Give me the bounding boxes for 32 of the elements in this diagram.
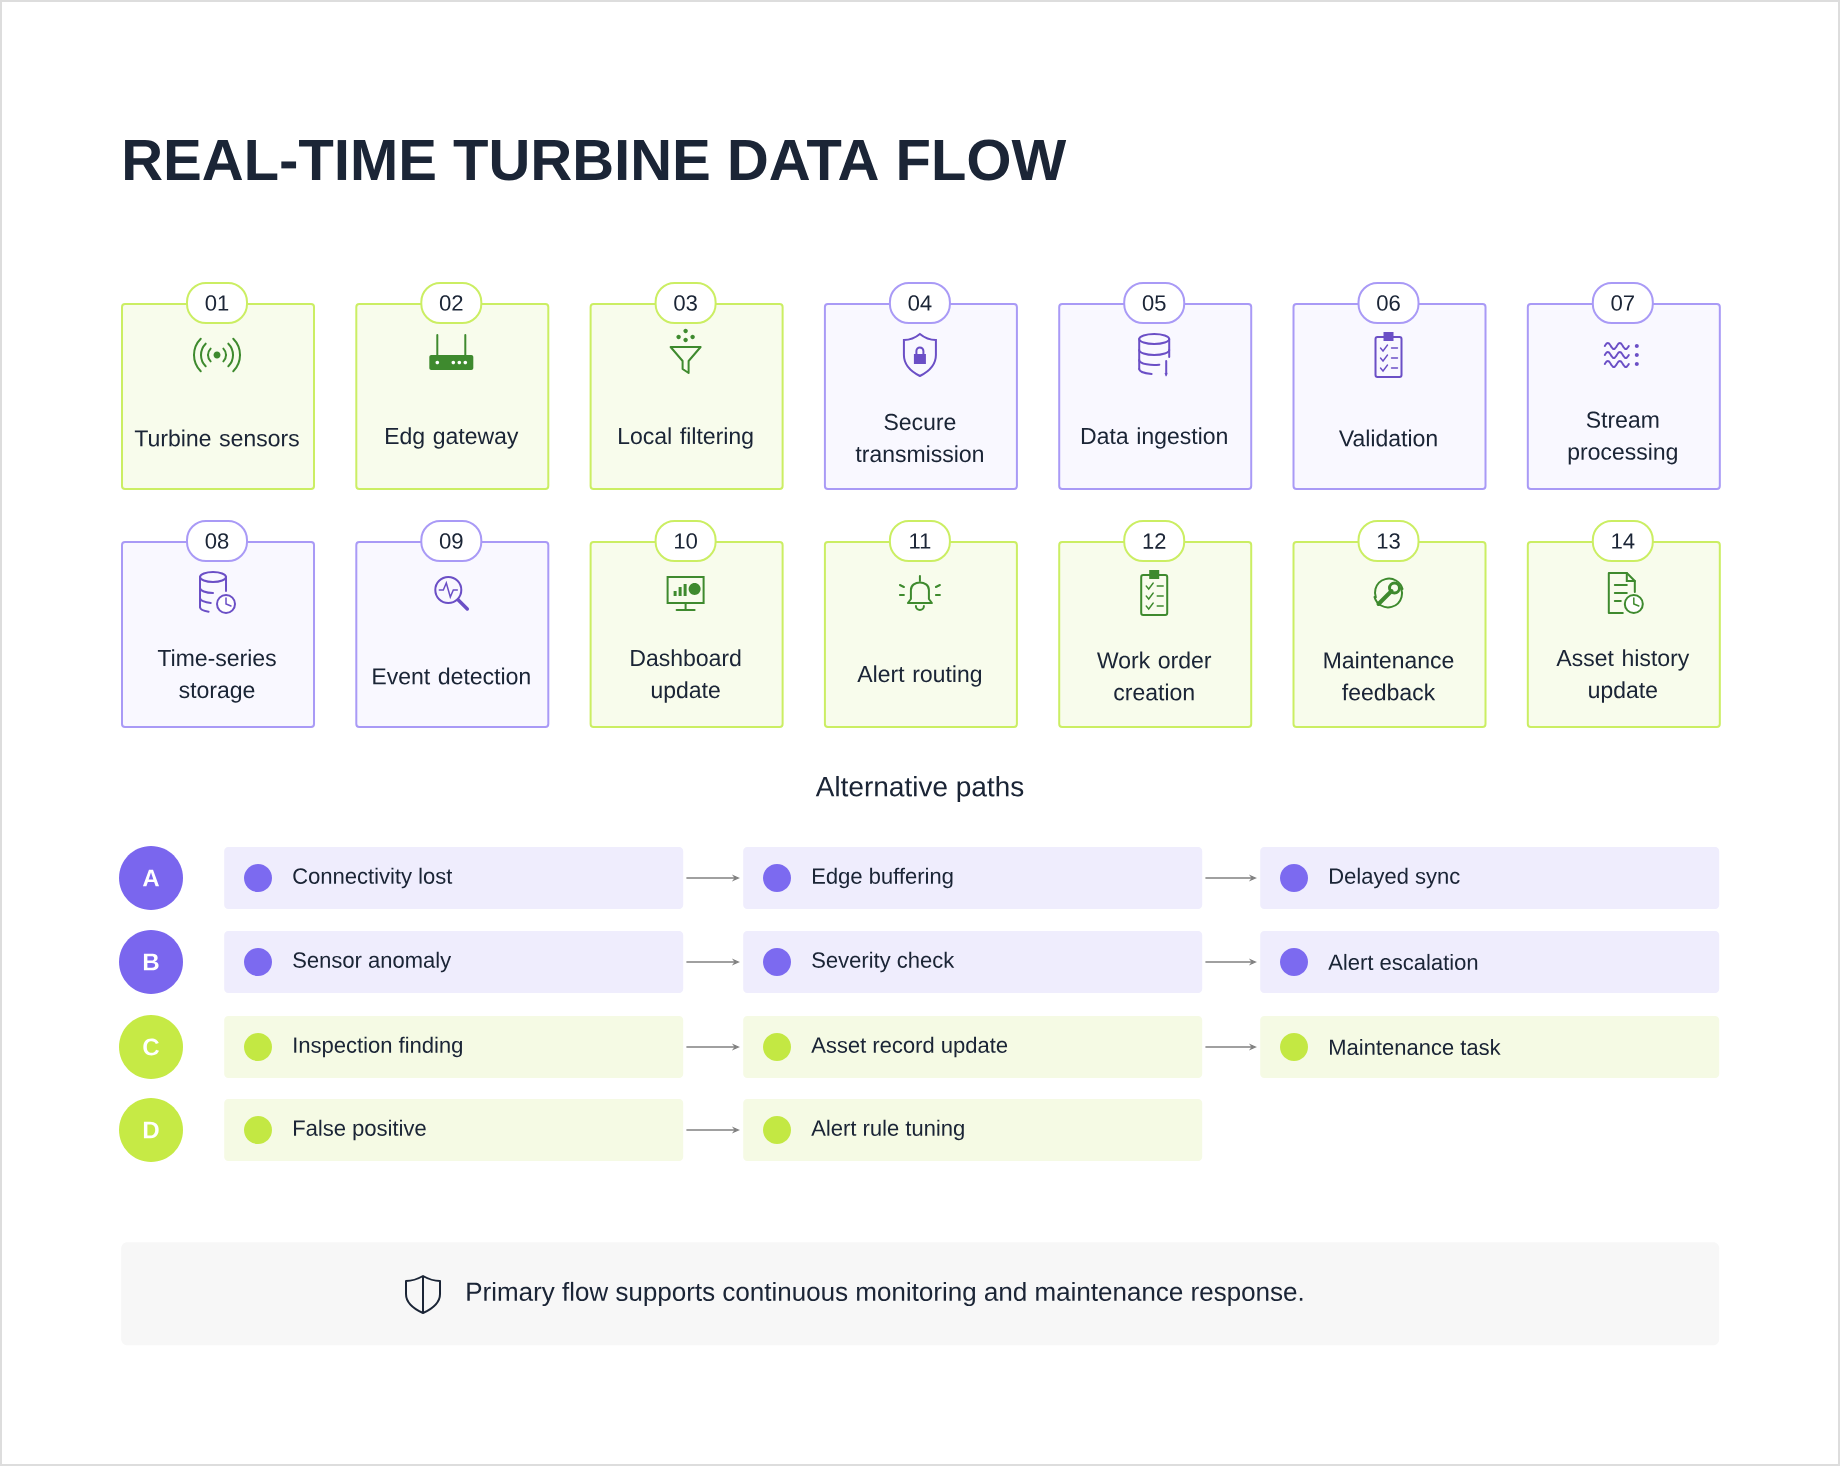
number-badge: 12 — [1123, 520, 1186, 562]
title: REAL-TIME TURBINE DATA FLOW — [125, 139, 1067, 181]
number-badge: 03 — [654, 282, 717, 324]
number-badge: 02 — [420, 282, 483, 324]
path-step-box: Maintenance task — [1260, 1016, 1720, 1078]
number-badge: 04 — [888, 282, 951, 324]
path-badge: A — [119, 846, 183, 910]
number-badge: 08 — [186, 520, 248, 562]
path-step-box: Inspection finding — [224, 1016, 684, 1078]
section-heading: Alternative paths — [815, 775, 1024, 803]
number-badge: 09 — [420, 520, 483, 562]
path-badge: C — [119, 1015, 183, 1079]
number-badge: 10 — [654, 520, 717, 562]
path-step-box: Sensor anomaly — [224, 931, 684, 993]
path-step-box: Delayed sync — [1260, 847, 1720, 909]
path-step-box: Connectivity lost — [224, 847, 684, 909]
number-badge: 06 — [1357, 282, 1420, 324]
note-box: Primary flow supports continuous monitoring and maintenance response. — [121, 1242, 1720, 1346]
path-step-box: Edge buffering — [743, 847, 1203, 909]
number-badge: 11 — [888, 520, 951, 562]
path-step-box: Severity check — [743, 931, 1203, 993]
number-badge: 13 — [1357, 520, 1420, 562]
number-badge: 05 — [1123, 282, 1186, 324]
path-step-box: False positive — [224, 1099, 684, 1161]
path-badge: D — [119, 1098, 183, 1162]
number-badge: 07 — [1591, 282, 1654, 324]
path-step-box: Alert rule tuning — [743, 1099, 1203, 1161]
path-step-box: Alert escalation — [1260, 931, 1720, 993]
number-badge: 14 — [1591, 520, 1654, 562]
path-badge: B — [119, 930, 183, 994]
path-step-box: Asset record update — [743, 1016, 1203, 1078]
number-badge: 01 — [186, 282, 248, 324]
